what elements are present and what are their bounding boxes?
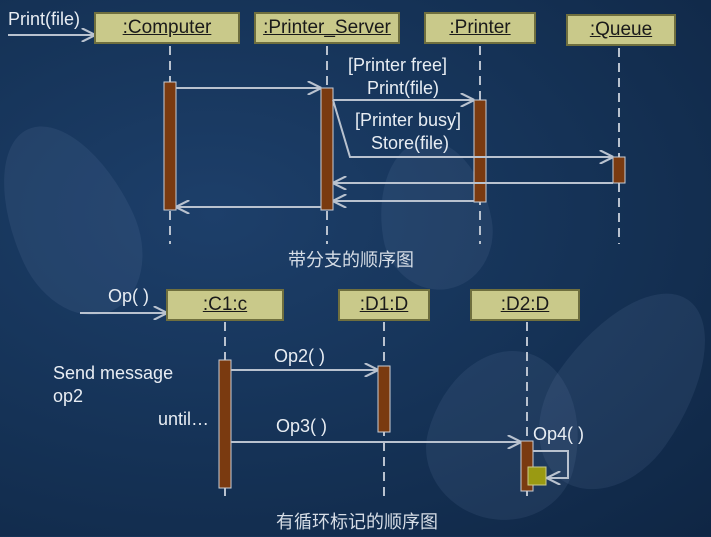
diagram2-caption: 有循环标记的顺序图 — [276, 512, 438, 532]
store-file-arrow — [332, 99, 612, 157]
printer-server-object: :Printer_Server — [254, 12, 400, 44]
print-file-incoming-label: Print(file) — [8, 9, 81, 29]
d1-object: :D1:D — [338, 289, 430, 321]
op4-label: Op4( ) — [533, 424, 585, 444]
computer-object: :Computer — [94, 12, 240, 44]
printer-object: :Printer — [424, 12, 536, 44]
queue-object: :Queue — [566, 14, 676, 46]
diagram1-caption: 带分支的顺序图 — [288, 250, 414, 270]
op4-self-arrow — [533, 450, 569, 478]
d2-object: :D2:D — [470, 289, 580, 321]
computer-activation — [163, 81, 177, 211]
guard-printer-busy: [Printer busy] — [355, 110, 462, 130]
store-file-label: Store(file) — [371, 133, 450, 153]
print-file-label: Print(file) — [367, 78, 440, 98]
guard-printer-free: [Printer free] — [348, 55, 448, 75]
c1-activation — [218, 359, 232, 489]
c1-object: :C1:c — [166, 289, 284, 321]
printer-server-activation — [320, 87, 334, 211]
d1-activation — [377, 365, 391, 433]
queue-activation — [612, 156, 626, 184]
op3-label: Op3( ) — [276, 416, 328, 436]
loop-note-line2: op2 — [53, 386, 84, 406]
printer-activation — [473, 99, 487, 203]
loop-note-until: until… — [158, 409, 210, 429]
op-incoming-label: Op( ) — [108, 286, 150, 306]
op2-label: Op2( ) — [274, 346, 326, 366]
loop-marker — [527, 466, 547, 486]
loop-note-line1: Send message — [53, 363, 174, 383]
